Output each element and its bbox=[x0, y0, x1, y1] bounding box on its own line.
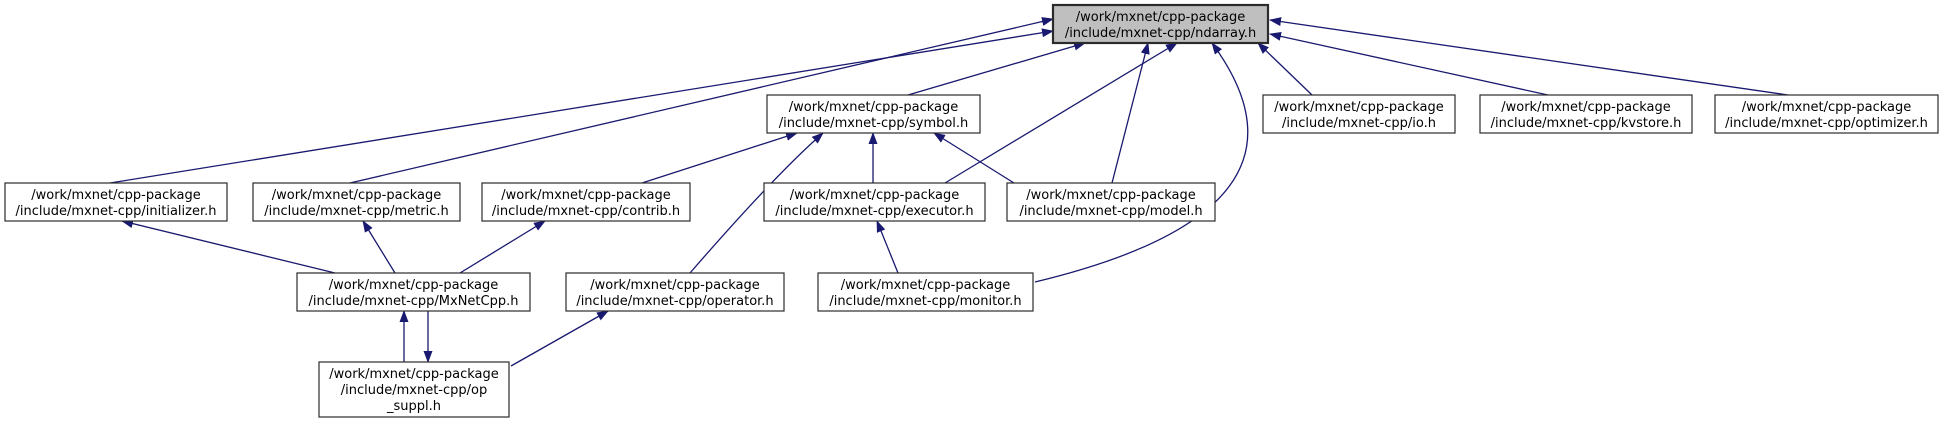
graph-node-optimizer[interactable]: /work/mxnet/cpp-package/include/mxnet-cp… bbox=[1714, 94, 1939, 134]
graph-node-operator-box[interactable] bbox=[565, 272, 785, 312]
graph-node-executor-box[interactable] bbox=[763, 182, 986, 222]
graph-node-operator-label-line-2: /include/mxnet-cpp/operator.h bbox=[576, 294, 773, 309]
graph-node-monitor-box[interactable] bbox=[817, 272, 1034, 312]
edge-symbol-to-ndarray bbox=[907, 41, 1086, 96]
graph-node-op_suppl[interactable]: /work/mxnet/cpp-package/include/mxnet-cp… bbox=[318, 361, 510, 418]
graph-node-initializer-box[interactable] bbox=[4, 182, 228, 222]
graph-node-kvstore-box[interactable] bbox=[1479, 94, 1693, 134]
graph-node-initializer-label-line-2: /include/mxnet-cpp/initializer.h bbox=[16, 204, 217, 219]
graph-node-op_suppl-label-line-3: _suppl.h bbox=[386, 399, 441, 414]
graph-node-executor-label-line-1: /work/mxnet/cpp-package bbox=[790, 188, 960, 203]
graph-node-model-label-line-2: /include/mxnet-cpp/model.h bbox=[1019, 204, 1202, 219]
graph-node-monitor-label-line-2: /include/mxnet-cpp/monitor.h bbox=[829, 294, 1021, 309]
edge-contrib-to-symbol bbox=[641, 132, 798, 184]
graph-node-kvstore-label-line-2: /include/mxnet-cpp/kvstore.h bbox=[1491, 116, 1682, 131]
graph-node-metric[interactable]: /work/mxnet/cpp-package/include/mxnet-cp… bbox=[252, 182, 461, 222]
graph-node-metric-label-line-1: /work/mxnet/cpp-package bbox=[272, 188, 442, 203]
graph-node-io-box[interactable] bbox=[1262, 94, 1456, 134]
edge-metric-to-ndarray bbox=[349, 17, 1054, 184]
graph-node-ndarray-box[interactable] bbox=[1051, 3, 1270, 45]
graph-node-contrib-label-line-1: /work/mxnet/cpp-package bbox=[501, 188, 671, 203]
graph-node-metric-label-line-2: /include/mxnet-cpp/metric.h bbox=[264, 204, 449, 219]
edge-monitor-to-ndarray bbox=[1034, 42, 1249, 283]
graph-node-monitor-label-line-1: /work/mxnet/cpp-package bbox=[841, 278, 1011, 293]
edge-monitor-to-executor bbox=[876, 220, 899, 274]
graph-node-kvstore-label-line-1: /work/mxnet/cpp-package bbox=[1501, 100, 1671, 115]
graph-node-operator-label-line-1: /work/mxnet/cpp-package bbox=[590, 278, 760, 293]
graph-node-io-label-line-1: /work/mxnet/cpp-package bbox=[1274, 100, 1444, 115]
graph-node-mxnetcpp-label-line-1: /work/mxnet/cpp-package bbox=[329, 278, 499, 293]
graph-node-initializer-label-line-1: /work/mxnet/cpp-package bbox=[31, 188, 201, 203]
graph-node-mxnetcpp-box[interactable] bbox=[296, 272, 531, 312]
graph-node-mxnetcpp-label-line-2: /include/mxnet-cpp/MxNetCpp.h bbox=[309, 294, 519, 309]
graph-node-op_suppl-box[interactable] bbox=[318, 361, 510, 418]
graph-node-io-label-line-2: /include/mxnet-cpp/io.h bbox=[1282, 116, 1436, 131]
graph-node-model[interactable]: /work/mxnet/cpp-package/include/mxnet-cp… bbox=[1006, 182, 1216, 222]
graph-node-contrib[interactable]: /work/mxnet/cpp-package/include/mxnet-cp… bbox=[481, 182, 691, 222]
graph-node-contrib-box[interactable] bbox=[481, 182, 691, 222]
graph-node-optimizer-box[interactable] bbox=[1714, 94, 1939, 134]
edge-model-to-symbol bbox=[933, 132, 1015, 184]
edge-io-to-ndarray bbox=[1257, 42, 1313, 96]
graph-node-symbol-box[interactable] bbox=[766, 94, 981, 134]
edge-kvstore-to-ndarray bbox=[1269, 31, 1549, 96]
edge-op_suppl-to-operator bbox=[510, 310, 609, 367]
graph-node-ndarray-label-line-2: /include/mxnet-cpp/ndarray.h bbox=[1065, 26, 1256, 41]
graph-node-symbol-label-line-2: /include/mxnet-cpp/symbol.h bbox=[779, 116, 969, 131]
graph-node-io[interactable]: /work/mxnet/cpp-package/include/mxnet-cp… bbox=[1262, 94, 1456, 134]
graph-node-op_suppl-label-line-1: /work/mxnet/cpp-package bbox=[329, 367, 499, 382]
graph-node-optimizer-label-line-2: /include/mxnet-cpp/optimizer.h bbox=[1725, 116, 1928, 131]
edge-initializer-to-ndarray bbox=[109, 28, 1054, 184]
graph-node-operator[interactable]: /work/mxnet/cpp-package/include/mxnet-cp… bbox=[565, 272, 785, 312]
edge-executor-to-ndarray bbox=[944, 42, 1178, 184]
edge-model-to-ndarray bbox=[1111, 42, 1150, 184]
graph-node-ndarray-label-line-1: /work/mxnet/cpp-package bbox=[1076, 10, 1246, 25]
graph-node-symbol[interactable]: /work/mxnet/cpp-package/include/mxnet-cp… bbox=[766, 94, 981, 134]
graph-node-model-label-line-1: /work/mxnet/cpp-package bbox=[1026, 188, 1196, 203]
edge-mxnetcpp-to-metric bbox=[362, 220, 396, 274]
graph-node-initializer[interactable]: /work/mxnet/cpp-package/include/mxnet-cp… bbox=[4, 182, 228, 222]
graph-node-symbol-label-line-1: /work/mxnet/cpp-package bbox=[789, 100, 959, 115]
graph-node-contrib-label-line-2: /include/mxnet-cpp/contrib.h bbox=[492, 204, 680, 219]
edge-mxnetcpp-to-initializer bbox=[121, 219, 336, 274]
graph-node-mxnetcpp[interactable]: /work/mxnet/cpp-package/include/mxnet-cp… bbox=[296, 272, 531, 312]
graph-node-optimizer-label-line-1: /work/mxnet/cpp-package bbox=[1742, 100, 1912, 115]
graph-node-executor[interactable]: /work/mxnet/cpp-package/include/mxnet-cp… bbox=[763, 182, 986, 222]
graph-node-kvstore[interactable]: /work/mxnet/cpp-package/include/mxnet-cp… bbox=[1479, 94, 1693, 134]
graph-node-ndarray[interactable]: /work/mxnet/cpp-package/include/mxnet-cp… bbox=[1051, 3, 1270, 45]
graph-node-op_suppl-label-line-2: /include/mxnet-cpp/op bbox=[341, 383, 487, 398]
graph-node-metric-box[interactable] bbox=[252, 182, 461, 222]
graph-node-executor-label-line-2: /include/mxnet-cpp/executor.h bbox=[775, 204, 973, 219]
edge-mxnetcpp-to-contrib bbox=[459, 220, 546, 274]
graph-node-model-box[interactable] bbox=[1006, 182, 1216, 222]
edge-optimizer-to-ndarray bbox=[1269, 17, 1789, 96]
graph-node-monitor[interactable]: /work/mxnet/cpp-package/include/mxnet-cp… bbox=[817, 272, 1034, 312]
